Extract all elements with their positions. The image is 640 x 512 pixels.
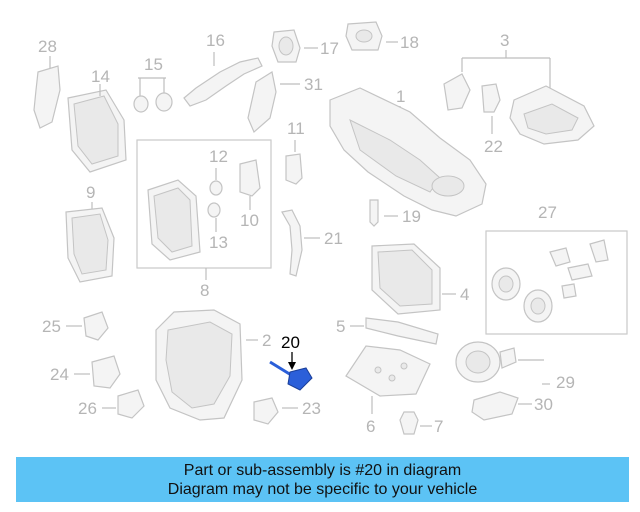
part-27-link-d	[561, 283, 577, 299]
callout-2: 2	[262, 331, 271, 350]
callout-28: 28	[38, 37, 57, 56]
info-banner: Part or sub-assembly is #20 in diagram D…	[16, 457, 629, 502]
callout-22: 22	[484, 137, 503, 156]
callout-16: 16	[206, 31, 225, 50]
part-15-oring-a	[133, 95, 149, 113]
banner-line-1: Part or sub-assembly is #20 in diagram	[183, 461, 462, 479]
callout-17: 17	[320, 39, 339, 58]
callout-24: 24	[50, 365, 69, 384]
callout-14: 14	[91, 67, 110, 86]
callout-11: 11	[287, 119, 305, 138]
part-27-link-b	[567, 263, 593, 281]
callout-30: 30	[534, 395, 553, 414]
callout-29: 29	[556, 373, 575, 392]
callout-21: 21	[324, 229, 343, 248]
part-22-actuator	[481, 83, 501, 113]
part-3-door	[443, 73, 471, 111]
callout-10: 10	[240, 211, 259, 230]
callout-15: 15	[144, 55, 163, 74]
part-24-actuator	[91, 355, 121, 389]
part-21-hose	[281, 209, 303, 277]
part-11-sensor	[285, 153, 303, 185]
part-27-link-a	[549, 247, 571, 267]
callout-18: 18	[400, 33, 419, 52]
callout-4: 4	[460, 285, 469, 304]
part-30-motor	[471, 391, 519, 421]
part-7-nut	[399, 411, 419, 435]
callout-27: 27	[538, 203, 557, 222]
group-box-8	[136, 139, 272, 269]
callout-8: 8	[200, 281, 209, 300]
callout-3: 3	[500, 31, 509, 50]
part-19-bolt	[369, 199, 379, 227]
callout-1: 1	[396, 87, 405, 106]
parts-diagram: 28 14 15 16 17 18 31 1 3 22 11	[33, 21, 628, 436]
part-23-resistor	[253, 397, 279, 425]
callout-12: 12	[209, 147, 228, 166]
callout-6: 6	[366, 417, 375, 436]
callout-7: 7	[434, 417, 443, 436]
part-26-actuator	[117, 389, 145, 419]
part-5-seal	[365, 317, 439, 345]
callout-25: 25	[42, 317, 61, 336]
callout-5: 5	[336, 317, 345, 336]
part-27-link-c	[589, 239, 609, 263]
callout-23: 23	[302, 399, 321, 418]
part-10-valve	[239, 159, 261, 197]
part-28-bracket	[33, 65, 61, 129]
callout-20: 20	[281, 333, 300, 352]
callout-9: 9	[86, 183, 95, 202]
part-31-bracket	[247, 71, 277, 133]
group-box-27	[485, 230, 628, 335]
part-16-pipe	[183, 57, 263, 107]
part-6-plate	[345, 345, 431, 397]
part-15-oring-b	[155, 92, 173, 112]
banner-line-2: Diagram may not be specific to your vehi…	[167, 480, 478, 498]
part-12-oring	[209, 180, 223, 196]
callout-19: 19	[402, 207, 421, 226]
callout-13: 13	[209, 233, 228, 252]
part-25-actuator	[83, 311, 109, 341]
part-13-oring	[207, 202, 221, 218]
callout-31: 31	[304, 75, 323, 94]
part-20-actuator	[287, 367, 313, 391]
callout-26: 26	[78, 399, 97, 418]
